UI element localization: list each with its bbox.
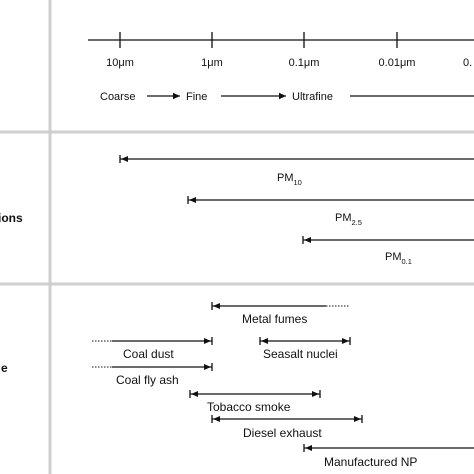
source-range-arrowhead xyxy=(191,391,198,397)
pm01-range: PM0.1 xyxy=(302,236,474,266)
mode-label-ultrafine: Ultrafine xyxy=(292,91,333,103)
pm10-label: PM10 xyxy=(277,172,302,187)
particle-sources: Metal fumes Coal dust Seasalt nuclei Coa… xyxy=(92,302,474,469)
tick-label: 1μm xyxy=(201,57,223,69)
source-coal-dust: Coal dust xyxy=(92,337,213,361)
source-label: Metal fumes xyxy=(242,312,307,326)
particle-modes: Coarse Fine Ultrafine xyxy=(100,91,474,103)
pm01-label: PM0.1 xyxy=(385,251,412,266)
source-range-arrowhead xyxy=(261,338,268,344)
size-scale: 10μm 1μm 0.1μm 0.01μm 0. xyxy=(88,32,474,69)
tick-label: 0.01μm xyxy=(379,57,416,69)
source-metal-fumes: Metal fumes xyxy=(211,302,350,326)
row-label-pm-definitions: ions xyxy=(0,211,23,225)
pm25-range-arrowhead xyxy=(189,197,196,203)
source-range-arrowhead xyxy=(213,416,220,422)
source-label: Manufactured NP xyxy=(324,455,417,469)
source-label: Coal fly ash xyxy=(116,373,179,387)
pm25-range: PM2.5 xyxy=(187,196,474,227)
source-label: Seasalt nuclei xyxy=(263,347,338,361)
source-label: Diesel exhaust xyxy=(243,426,322,440)
source-range-arrowhead xyxy=(342,338,349,344)
pm-ranges: PM10 PM2.5 PM0.1 xyxy=(119,155,474,266)
source-label: Tobacco smoke xyxy=(207,400,291,414)
pm10-range: PM10 xyxy=(119,155,474,187)
mode-label-coarse: Coarse xyxy=(100,91,135,103)
pm25-label: PM2.5 xyxy=(335,212,362,227)
source-range-arrowhead xyxy=(213,303,220,309)
source-seasalt-nuclei: Seasalt nuclei xyxy=(259,337,351,361)
tick-label: 0.1μm xyxy=(289,57,320,69)
source-range-arrowhead xyxy=(354,416,361,422)
tick-label: 10μm xyxy=(106,57,134,69)
source-range-arrowhead xyxy=(204,338,211,344)
source-range-arrowhead xyxy=(305,445,312,451)
pm10-range-arrowhead xyxy=(121,156,128,162)
tick-label: 0. xyxy=(463,57,472,69)
source-range-arrowhead xyxy=(204,364,211,370)
source-range-arrowhead xyxy=(312,391,319,397)
row-label-sources: e xyxy=(1,361,8,375)
pm01-range-arrowhead xyxy=(304,237,311,243)
source-diesel-exhaust: Diesel exhaust xyxy=(211,415,363,440)
source-tobacco-smoke: Tobacco smoke xyxy=(189,390,321,414)
source-label: Coal dust xyxy=(123,347,174,361)
mode-label-fine: Fine xyxy=(186,91,207,103)
source-coal-fly-ash: Coal fly ash xyxy=(92,363,213,387)
source-manufactured-np: Manufactured NP xyxy=(303,444,474,469)
